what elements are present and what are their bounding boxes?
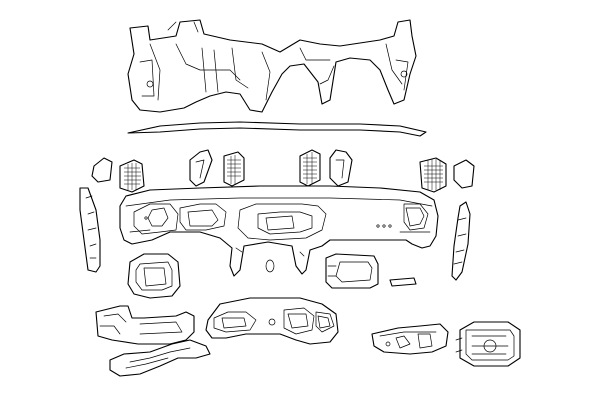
knee-bolster-panel xyxy=(95,305,195,345)
cluster-bezel xyxy=(205,297,339,345)
right-side-defroster-trim xyxy=(453,159,475,189)
passenger-airbag-module xyxy=(325,253,379,289)
left-center-demister xyxy=(189,149,213,187)
lower-duct xyxy=(109,339,211,377)
steering-column-trim xyxy=(127,253,181,299)
cross-car-beam xyxy=(127,19,417,113)
right-center-demister xyxy=(329,149,353,187)
small-trim-strip xyxy=(389,277,417,287)
right-end-cap xyxy=(451,201,471,281)
center-right-vent xyxy=(299,149,321,187)
left-vent-grille-round xyxy=(119,159,145,193)
center-left-vent xyxy=(223,151,245,187)
instrument-panel xyxy=(119,185,439,277)
knee-airbag-module xyxy=(455,321,521,367)
glove-box-bracket xyxy=(371,323,449,355)
left-end-cap xyxy=(79,187,101,273)
right-vent-grille-round xyxy=(419,157,447,193)
left-side-defroster-trim xyxy=(91,157,113,183)
windshield-trim-strip xyxy=(127,121,427,137)
